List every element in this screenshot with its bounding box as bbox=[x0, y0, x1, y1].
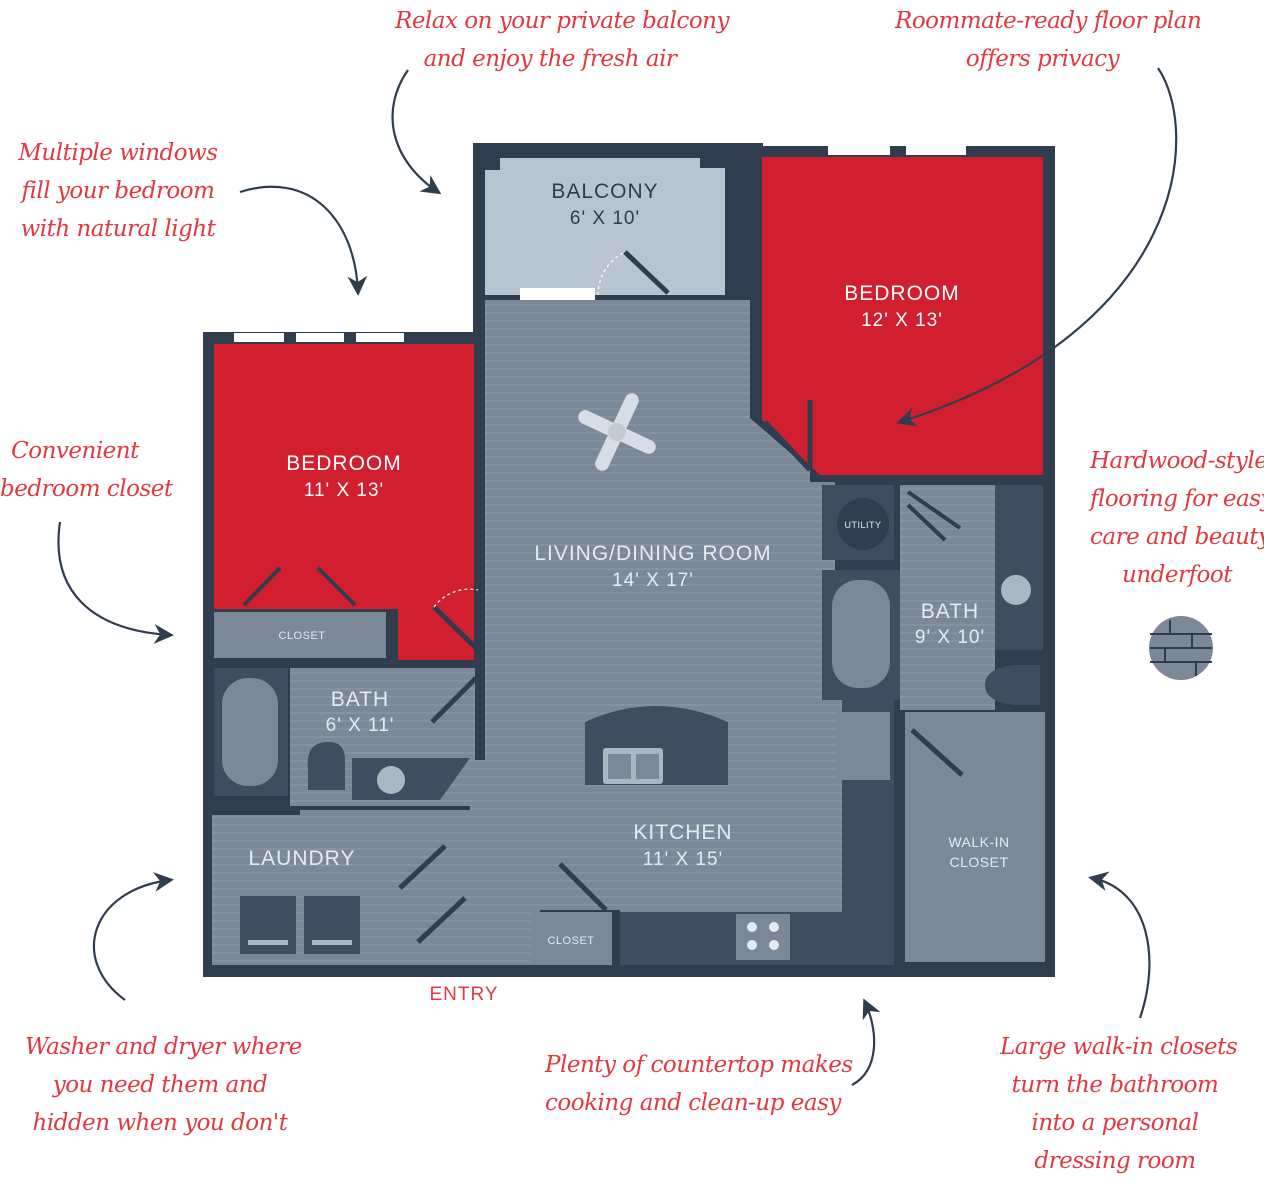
bath-left-dim: 6' X 11' bbox=[326, 715, 395, 736]
ceiling-fan-icon bbox=[578, 393, 656, 471]
callout-counter-line: Plenty of countertop makes bbox=[545, 1052, 853, 1078]
kitchen-label: KITCHEN bbox=[633, 821, 732, 844]
entry-label: ENTRY bbox=[429, 984, 498, 1005]
balcony-floor bbox=[485, 158, 725, 295]
closet-left-label: CLOSET bbox=[278, 630, 325, 642]
callout-flooring: Hardwood-style flooring for easy care an… bbox=[1090, 442, 1264, 594]
walkin-label-2: CLOSET bbox=[949, 854, 1008, 870]
closet-entry-floor bbox=[530, 912, 612, 965]
kitchen-dim: 11' X 15' bbox=[643, 849, 723, 870]
vanity-right bbox=[995, 485, 1043, 650]
callout-closet-line: Convenient bbox=[11, 438, 139, 464]
stove-icon bbox=[736, 914, 790, 960]
bedroom-right-floor bbox=[762, 157, 1043, 475]
bath-right-dim: 9' X 10' bbox=[915, 627, 985, 648]
living-label: LIVING/DINING ROOM bbox=[534, 542, 771, 565]
dryer bbox=[304, 896, 360, 954]
bedroom-left-label: BEDROOM bbox=[286, 452, 402, 475]
callout-washer-line: you need them and bbox=[52, 1072, 268, 1098]
callout-washer: Washer and dryer where you need them and… bbox=[25, 1028, 302, 1142]
balcony-label: BALCONY bbox=[551, 180, 658, 203]
washer bbox=[240, 896, 296, 954]
callout-walkin-line: Large walk-in closets bbox=[1000, 1034, 1238, 1060]
bath-left-label: BATH bbox=[331, 688, 389, 711]
callout-roommate-line: offers privacy bbox=[965, 46, 1120, 72]
callout-flooring-line: flooring for easy bbox=[1090, 486, 1264, 512]
bedroom-left-floor bbox=[214, 344, 474, 609]
closet-entry-label: CLOSET bbox=[547, 935, 594, 947]
bath-right-floor bbox=[900, 485, 995, 710]
callout-counter-line: cooking and clean-up easy bbox=[545, 1090, 841, 1116]
walkin-label-1: WALK-IN bbox=[948, 834, 1009, 850]
curved-arrow-icon bbox=[57, 67, 1178, 1086]
callout-washer-line: Washer and dryer where bbox=[25, 1034, 302, 1060]
callout-balcony-line: and enjoy the fresh air bbox=[423, 46, 677, 72]
utility-label: UTILITY bbox=[844, 520, 881, 530]
bedroom-right-label: BEDROOM bbox=[844, 282, 960, 305]
callout-balcony: Relax on your private balcony and enjoy … bbox=[395, 2, 729, 78]
callout-walkin-line: turn the bathroom bbox=[1011, 1072, 1219, 1098]
callout-washer-line: hidden when you don't bbox=[32, 1110, 289, 1136]
callout-closet: Convenient bedroom closet bbox=[0, 432, 173, 508]
walkin-closet-floor bbox=[905, 712, 1045, 962]
balcony-dim: 6' X 10' bbox=[570, 208, 640, 229]
callout-walkin-line: into a personal bbox=[1031, 1110, 1199, 1136]
bath-right-label: BATH bbox=[921, 600, 979, 623]
closet-left-floor bbox=[214, 612, 386, 658]
bedroom-right-dim: 12' X 13' bbox=[861, 310, 943, 331]
laundry-label: LAUNDRY bbox=[249, 847, 356, 870]
callout-flooring-line: Hardwood-style bbox=[1090, 448, 1264, 474]
bedroom-left-dim: 11' X 13' bbox=[304, 480, 384, 501]
callout-windows: Multiple windows fill your bedroom with … bbox=[18, 134, 218, 248]
kitchen-counter bbox=[620, 912, 845, 965]
callout-walkin: Large walk-in closets turn the bathroom … bbox=[1000, 1028, 1238, 1180]
callout-counter: Plenty of countertop makes cooking and c… bbox=[545, 1046, 853, 1122]
living-dim: 14' X 17' bbox=[612, 570, 694, 591]
callout-roommate-line: Roommate-ready floor plan bbox=[895, 8, 1202, 34]
hardwood-swatch-icon bbox=[1149, 616, 1213, 680]
callout-closet-line: bedroom closet bbox=[0, 476, 173, 502]
callout-balcony-line: Relax on your private balcony bbox=[395, 8, 729, 34]
callout-flooring-line: underfoot bbox=[1122, 562, 1232, 588]
callout-walkin-line: dressing room bbox=[1034, 1148, 1196, 1174]
callout-roommate: Roommate-ready floor plan offers privacy bbox=[895, 2, 1202, 78]
callout-flooring-line: care and beauty bbox=[1090, 524, 1264, 550]
callout-windows-line: Multiple windows bbox=[18, 140, 218, 166]
callout-windows-line: fill your bedroom bbox=[21, 178, 215, 204]
callout-windows-line: with natural light bbox=[20, 216, 216, 242]
